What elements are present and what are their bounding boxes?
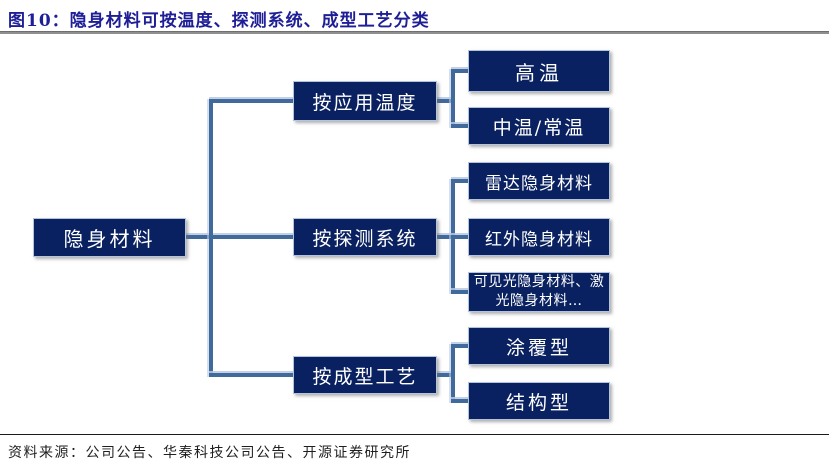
leaf-node-visible-laser-stealth-material: 可见光隐身材料、激光隐身材料… bbox=[468, 272, 610, 312]
connector-branch3-bracket bbox=[451, 344, 455, 403]
leaf-node-medium-normal-temperature: 中温/常温 bbox=[468, 107, 610, 145]
connector-branch2-leaf2 bbox=[451, 235, 468, 239]
connector-branch1-leaf2 bbox=[451, 124, 468, 128]
branch-node-by-detection-system: 按探测系统 bbox=[293, 218, 437, 256]
figure-title: 图10：隐身材料可按温度、探测系统、成型工艺分类 bbox=[8, 11, 430, 31]
connector-branch1-leaf1 bbox=[451, 69, 468, 73]
connector-root-to-branch2 bbox=[186, 235, 293, 239]
connector-branch2-stub bbox=[437, 235, 455, 239]
title-divider bbox=[0, 31, 829, 34]
connector-branch3-stub bbox=[437, 373, 455, 377]
source-note: 资料来源：公司公告、华秦科技公司公告、开源证券研究所 bbox=[8, 445, 411, 461]
root-node-stealth-materials: 隐身材料 bbox=[33, 218, 186, 257]
leaf-node-structural-type: 结构型 bbox=[468, 382, 610, 420]
connector-trunk-to-branch3 bbox=[209, 373, 293, 377]
leaf-node-infrared-stealth-material: 红外隐身材料 bbox=[468, 218, 610, 256]
connector-trunk-vertical bbox=[209, 99, 213, 377]
connector-branch1-bracket bbox=[451, 69, 455, 128]
connector-branch3-leaf2 bbox=[451, 399, 468, 403]
branch-node-by-application-temperature: 按应用温度 bbox=[293, 81, 437, 121]
connector-branch1-stub bbox=[437, 99, 455, 103]
footer-divider bbox=[0, 434, 829, 435]
leaf-node-radar-stealth-material: 雷达隐身材料 bbox=[468, 162, 610, 200]
connector-branch3-leaf1 bbox=[451, 344, 468, 348]
connector-trunk-to-branch1 bbox=[209, 99, 293, 103]
connector-branch2-leaf1 bbox=[451, 179, 468, 183]
connector-branch2-leaf3 bbox=[451, 290, 468, 294]
leaf-node-coating-type: 涂覆型 bbox=[468, 327, 610, 365]
leaf-node-high-temperature: 高温 bbox=[468, 50, 610, 92]
branch-node-by-forming-process: 按成型工艺 bbox=[293, 356, 437, 394]
